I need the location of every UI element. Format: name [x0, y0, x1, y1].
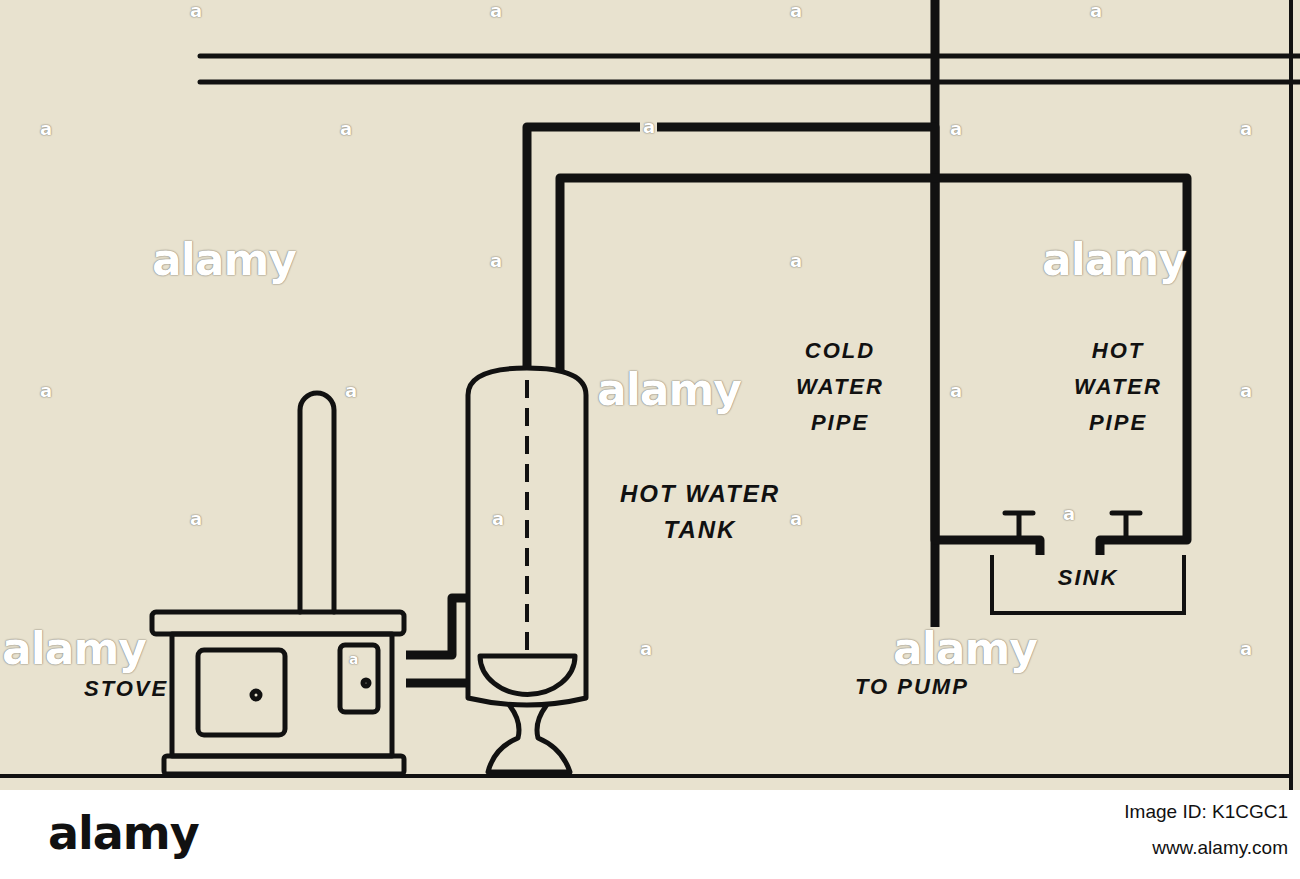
tank-shell	[468, 368, 586, 705]
watermark: a	[1240, 640, 1251, 658]
pipe	[406, 598, 468, 655]
oven-knob	[252, 691, 260, 699]
heating-bowl	[480, 656, 575, 694]
watermark: alamy	[152, 238, 296, 282]
watermark: a	[345, 382, 356, 400]
pipe	[406, 679, 468, 688]
oven-door	[198, 650, 285, 735]
tank-stand	[488, 706, 570, 772]
pipe	[560, 178, 1187, 555]
watermark: a	[40, 120, 51, 138]
watermark: a	[1240, 120, 1251, 138]
hot-water-tank: HOT WATER TANK	[468, 368, 586, 700]
tank-label: HOT WATER TANK	[600, 476, 800, 548]
stove-label: STOVE	[84, 676, 146, 702]
watermark: a	[340, 120, 351, 138]
watermark: alamy	[1042, 238, 1186, 282]
watermark: a	[490, 2, 501, 20]
sink: SINK	[990, 555, 1186, 615]
watermark: a	[490, 252, 501, 270]
firebox-door	[340, 645, 378, 712]
watermark: a	[1090, 2, 1101, 20]
watermark: a	[790, 2, 801, 20]
watermark: a	[1240, 382, 1251, 400]
hot-tap-handle	[1112, 513, 1140, 536]
pipe-label: COLD WATER PIPE	[790, 333, 890, 441]
watermark: a	[790, 252, 801, 270]
watermark: alamy	[890, 627, 1040, 671]
sink-label: SINK	[994, 565, 1182, 591]
firebox-knob	[363, 680, 369, 686]
watermark: a	[1063, 505, 1074, 523]
pipe	[527, 127, 1040, 555]
stove: STOVE	[150, 612, 406, 775]
stove-base	[164, 756, 404, 774]
stock-url: www.alamy.com	[1152, 838, 1288, 857]
inner-pipe	[525, 380, 529, 650]
watermark: a	[790, 510, 801, 528]
watermark: a	[492, 510, 503, 528]
stove-chimney	[300, 393, 334, 612]
pipe-label: HOT WATER PIPE	[1068, 333, 1168, 441]
watermark: a	[640, 640, 651, 658]
watermark: alamy	[597, 368, 741, 412]
watermark: a	[190, 510, 201, 528]
watermark: a	[640, 118, 657, 136]
watermark: a	[349, 652, 357, 666]
watermark: a	[40, 382, 51, 400]
stock-logo: alamy	[48, 810, 199, 856]
watermark: a	[950, 120, 961, 138]
watermark: a	[190, 2, 201, 20]
watermark: a	[950, 382, 961, 400]
watermark: alamy	[2, 627, 146, 671]
stove-top	[152, 612, 404, 634]
pipe-label: TO PUMP	[855, 674, 969, 700]
stock-id: Image ID: K1CGC1	[1124, 802, 1288, 821]
wall-line	[1289, 0, 1293, 790]
cold-tap-handle	[1005, 513, 1033, 536]
ceiling-line	[200, 54, 1300, 59]
stove-body	[172, 634, 392, 756]
ceiling-line	[200, 80, 1300, 85]
